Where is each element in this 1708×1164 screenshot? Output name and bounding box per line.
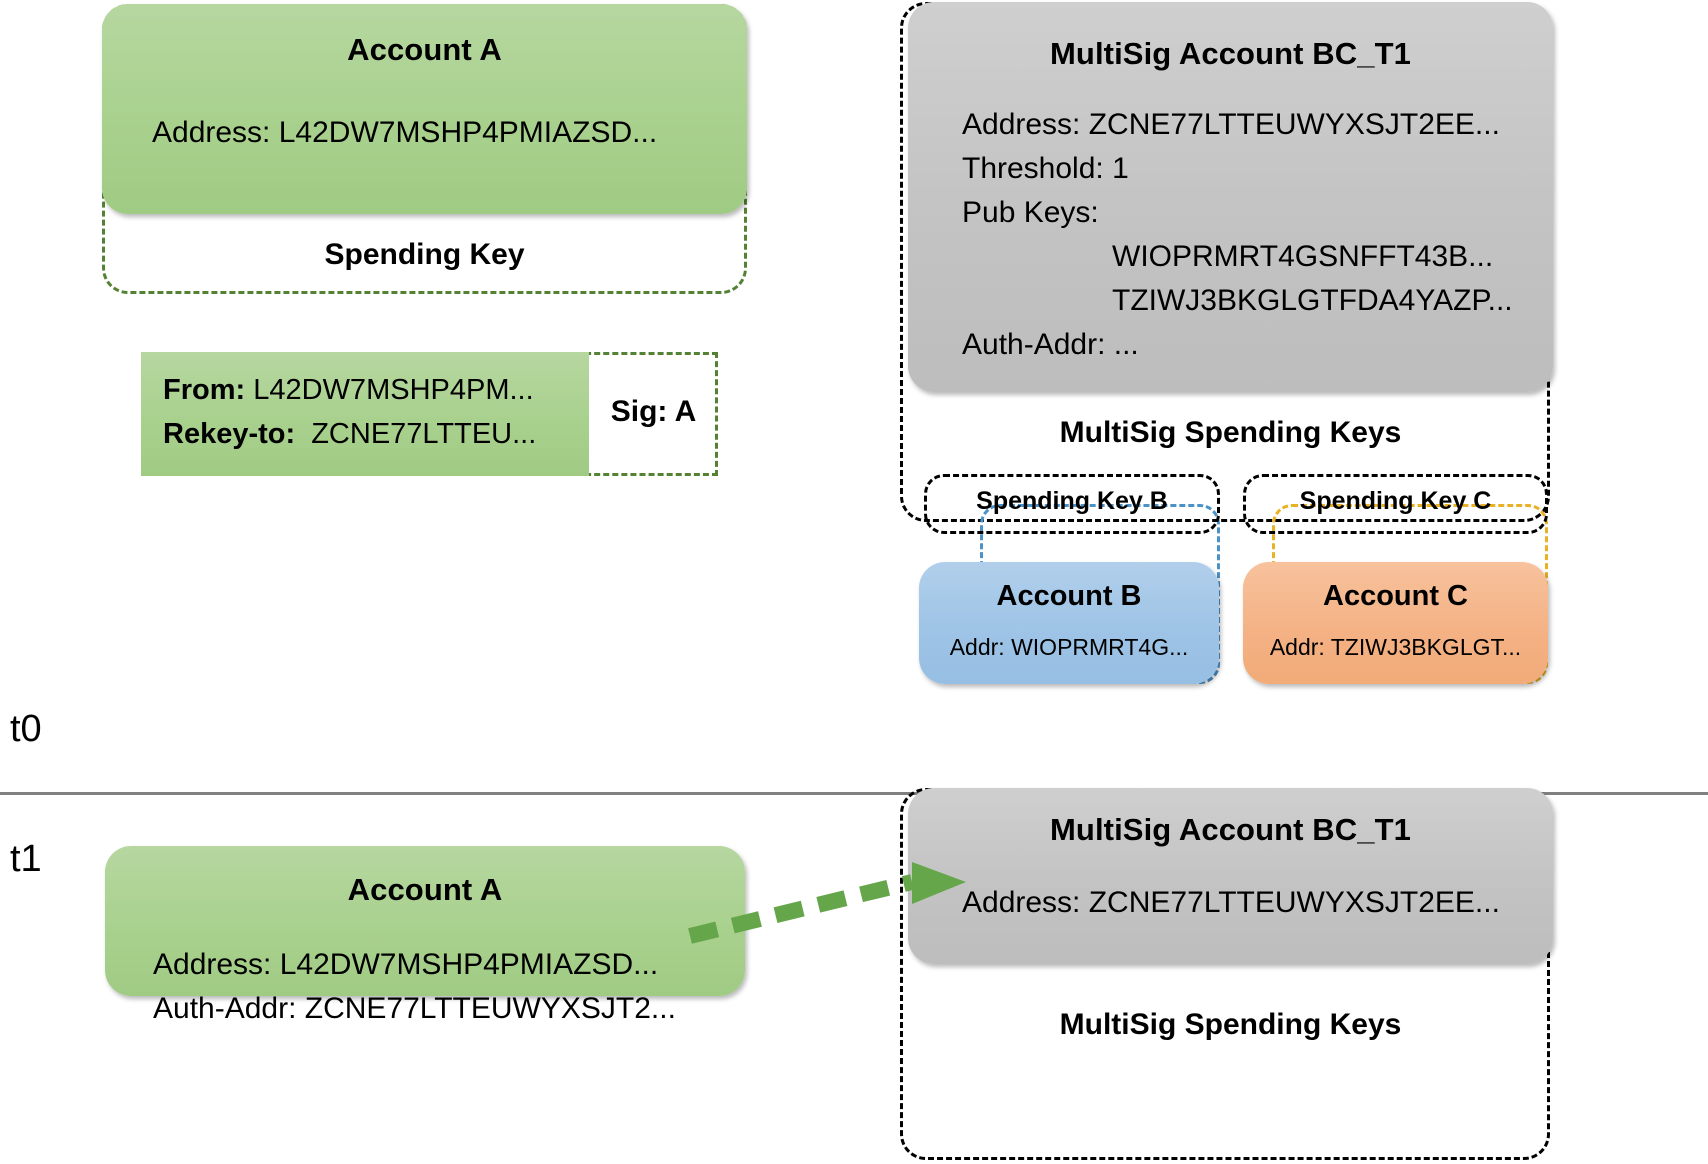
multisig-pubkey-1-t0: WIOPRMRT4GSNFFT43B...	[1112, 240, 1494, 273]
transaction-body-t0[interactable]: From: L42DW7MSHP4PM... Rekey-to: ZCNE77L…	[141, 352, 589, 476]
account-c-address: Addr: TZIWJ3BKGLGT...	[1269, 634, 1522, 660]
transaction-rekey-row: Rekey-to: ZCNE77LTTEU...	[163, 418, 536, 451]
account-a-title-t1-main: Account A	[347, 872, 503, 907]
multisig-account-card-t1[interactable]: MultiSig Account BC_T1 Address: ZCNE77LT…	[908, 788, 1553, 964]
account-b-card[interactable]: Account B Addr: WIOPRMRT4G...	[919, 562, 1219, 684]
account-a-t1[interactable]: Account A Address: L42DW7MSHP4PMIAZSD...…	[105, 846, 745, 1025]
account-c-title: Account C	[1323, 580, 1468, 612]
transaction-from-value: L42DW7MSHP4PM...	[253, 374, 534, 406]
spending-key-c-label: Spending Key C	[1299, 487, 1492, 515]
multisig-address-t0: Address: ZCNE77LTTEUWYXSJT2EE...	[962, 108, 1500, 141]
account-a-card-t0[interactable]: Account A Address: L42DW7MSHP4PMIAZSD...	[102, 4, 747, 214]
multisig-account-card-t0[interactable]: MultiSig Account BC_T1 Address: ZCNE77LT…	[908, 2, 1553, 392]
account-a-title-t0: Account A	[347, 32, 502, 67]
transaction-from-label: From:	[163, 374, 246, 406]
multisig-auth-addr-t0: Auth-Addr: ...	[962, 328, 1139, 361]
account-c-card[interactable]: Account C Addr: TZIWJ3BKGLGT...	[1243, 562, 1548, 684]
rekey-arrow	[688, 862, 966, 944]
transaction-from-row: From: L42DW7MSHP4PM...	[163, 374, 534, 407]
account-a-address-t1: Address: L42DW7MSHP4PMIAZSD...	[153, 948, 659, 981]
account-b-title: Account B	[996, 580, 1142, 612]
spending-key-b-label: Spending Key B	[976, 487, 1168, 515]
spending-key-b-tab	[924, 474, 1220, 534]
account-a-spending-key-label-t0: Spending Key	[324, 238, 525, 271]
timeline-label-t1: t1	[10, 838, 42, 880]
account-a-auth-addr-t1: Auth-Addr: ZCNE77LTTEUWYXSJT2...	[153, 992, 676, 1025]
transaction-signature-label-t0: Sig: A	[610, 395, 697, 428]
timeline-divider	[0, 792, 1708, 795]
rekey-arrow-shaft	[688, 874, 914, 944]
multisig-title-t0: MultiSig Account BC_T1	[1049, 36, 1411, 71]
transaction-rekey-label: Rekey-to:	[163, 418, 296, 450]
timeline-label-t0: t0	[10, 708, 42, 750]
multisig-pubkey-2-t0: TZIWJ3BKGLGTFDA4YAZP...	[1112, 284, 1513, 317]
account-b-address: Addr: WIOPRMRT4G...	[949, 634, 1189, 660]
multisig-spending-keys-label-t1: MultiSig Spending Keys	[1059, 1008, 1402, 1041]
multisig-spending-keys-label-t0: MultiSig Spending Keys	[1059, 416, 1402, 449]
multisig-address-t1: Address: ZCNE77LTTEUWYXSJT2EE...	[962, 886, 1500, 919]
account-a-address-t0: Address: L42DW7MSHP4PMIAZSD...	[152, 116, 658, 149]
multisig-threshold-t0: Threshold: 1	[962, 152, 1129, 185]
spending-key-c-tab	[1243, 474, 1548, 534]
rekey-arrow-head	[912, 862, 966, 904]
transaction-rekey-value: ZCNE77LTTEU...	[311, 418, 537, 450]
multisig-title-t1: MultiSig Account BC_T1	[1049, 812, 1411, 847]
multisig-pubkeys-label-t0: Pub Keys:	[962, 196, 1099, 229]
